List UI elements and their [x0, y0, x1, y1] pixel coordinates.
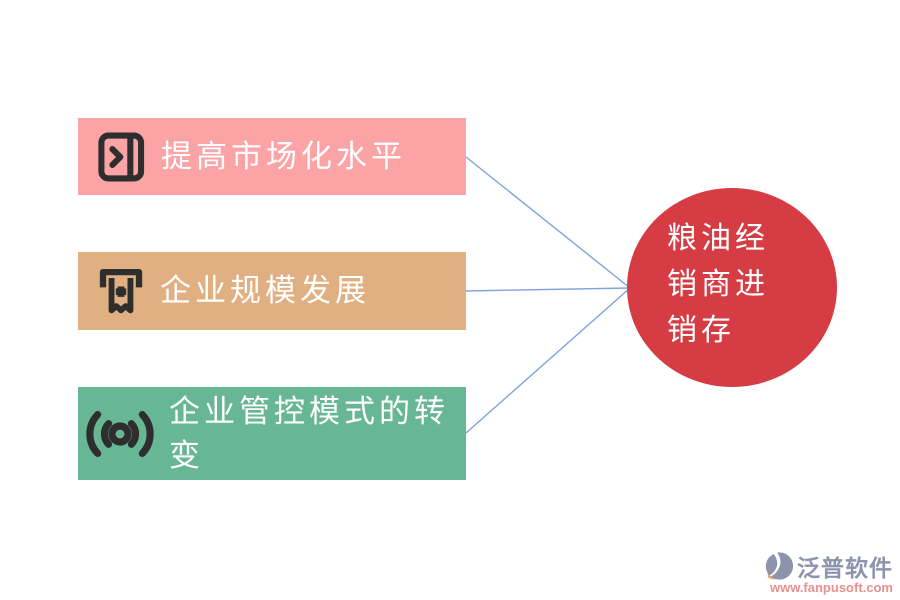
watermark-brand: 泛普软件	[797, 555, 893, 581]
broadcast-icon	[80, 405, 160, 463]
factor-bar-control-mode: 企业管控模式的转变	[78, 387, 466, 480]
central-topic-line: 销存	[667, 314, 735, 347]
factor-label: 提高市场化水平	[161, 138, 406, 174]
central-topic-circle: 粮油经 销商进 销存	[627, 188, 837, 387]
fanpu-logo-icon	[765, 552, 794, 580]
factor-label: 企业规模发展	[160, 273, 370, 308]
central-topic-line: 粮油经	[667, 222, 769, 255]
watermark-url: www.fanpusoft.com	[769, 580, 893, 595]
journal-arrow-icon	[93, 127, 149, 187]
connector-line-middle	[465, 287, 631, 292]
watermark: 泛普软件 www.fanpusoft.com	[765, 549, 893, 595]
connector-line-top	[465, 156, 631, 289]
central-topic-label: 粮油经 销商进 销存	[667, 216, 769, 354]
central-topic-line: 销商进	[667, 268, 769, 301]
factor-bar-marketization: 提高市场化水平	[78, 118, 466, 195]
factor-label: 企业管控模式的转变	[169, 393, 449, 473]
receipt-plus-icon	[94, 257, 148, 325]
connector-line-bottom	[465, 287, 631, 434]
factor-bar-scale-development: 企业规模发展	[78, 252, 466, 330]
